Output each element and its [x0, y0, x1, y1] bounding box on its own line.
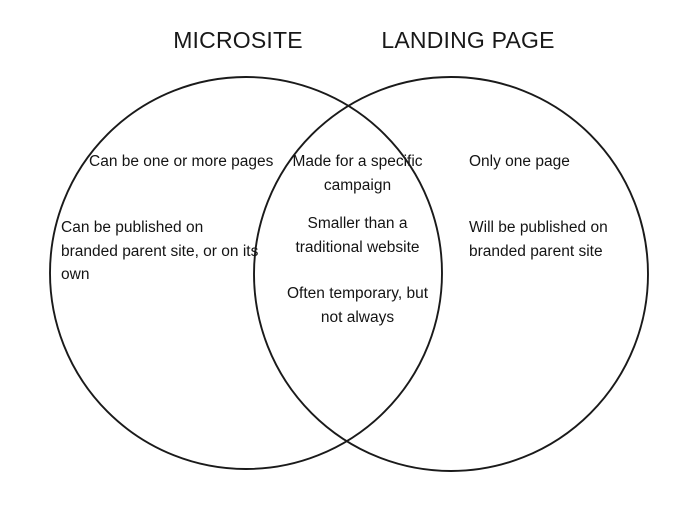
overlap-item-1: Made for a specific campaign: [292, 153, 423, 194]
right-circle-item-2: Will be published on branded parent site: [469, 219, 608, 260]
left-circle-item-2: Can be published on branded parent site,…: [61, 219, 259, 284]
left-circle-title: MICROSITE: [173, 27, 303, 53]
overlap-item-3: Often temporary, but not always: [287, 285, 428, 326]
left-circle-outline: [49, 76, 443, 470]
right-circle-title: LANDING PAGE: [381, 27, 555, 53]
overlap-item-2: Smaller than a traditional website: [295, 215, 420, 256]
right-circle-outline: [253, 76, 649, 472]
right-circle-item-1: Only one page: [469, 153, 570, 170]
left-circle-item-1: Can be one or more pages: [89, 153, 274, 170]
